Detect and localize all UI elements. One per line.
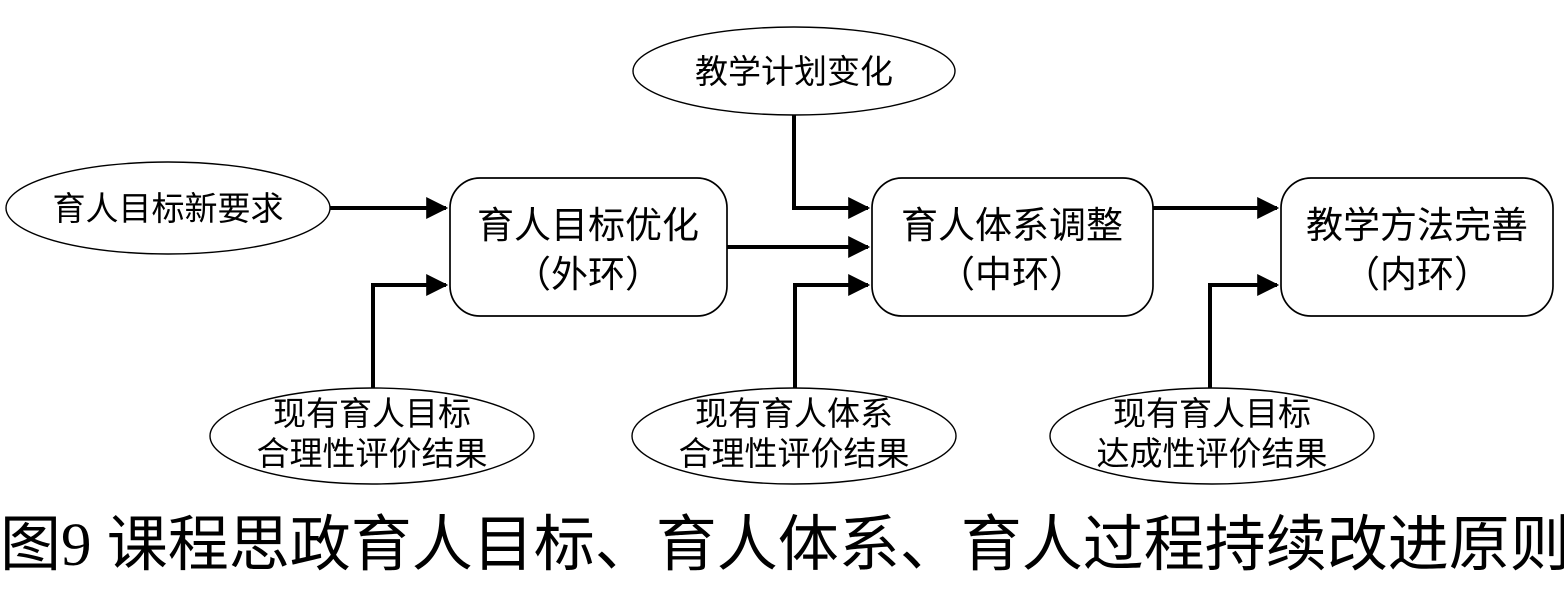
bottom-ellipse3-line2: 达成性评价结果	[1097, 435, 1328, 472]
bottom-ellipse2-line2: 合理性评价结果	[679, 435, 910, 472]
bottom-ellipse3-line1: 现有育人目标	[1113, 395, 1311, 432]
box-goal-optimization-line1: 育人目标优化	[477, 205, 699, 246]
arrow-bottom1-to-box1	[371, 274, 449, 389]
bottom-ellipse3-shape	[1049, 387, 1375, 485]
bottom-ellipse1-line1: 现有育人目标	[273, 395, 471, 432]
arrow-top-ellipse-to-box2	[792, 115, 871, 219]
arrow-bottom2-to-box2	[793, 274, 871, 389]
box-goal-optimization-line2: （外环）	[514, 254, 662, 295]
box-method-improvement-line2: （内环）	[1343, 254, 1491, 295]
bottom-ellipse2-line1: 现有育人体系	[695, 395, 893, 432]
box-goal-optimization-shape	[449, 177, 728, 317]
left-ellipse-shape	[5, 161, 331, 255]
bottom-ellipse2-shape	[631, 387, 957, 485]
box-system-adjustment-line1: 育人体系调整	[901, 205, 1123, 246]
box-method-improvement-shape	[1280, 177, 1554, 317]
box-system-adjustment-line2: （中环）	[938, 254, 1086, 295]
flow-diagram: 教学计划变化 育人目标新要求 育人目标优化 （外环） 育人体系调整 （中环） 教…	[5, 26, 1554, 485]
bottom-ellipse1-line2: 合理性评价结果	[257, 435, 488, 472]
top-ellipse-label: 教学计划变化	[695, 53, 893, 90]
arrow-bottom3-to-box3	[1208, 274, 1280, 389]
box-method-improvement-line1: 教学方法完善	[1306, 205, 1528, 246]
box-system-adjustment-shape	[871, 177, 1154, 317]
figure-caption: 图9 课程思政育人目标、育人体系、育人过程持续改进原则	[0, 512, 1564, 579]
bottom-ellipse1-shape	[209, 387, 535, 485]
left-ellipse-label: 育人目标新要求	[53, 190, 284, 227]
top-ellipse-shape	[632, 26, 956, 116]
